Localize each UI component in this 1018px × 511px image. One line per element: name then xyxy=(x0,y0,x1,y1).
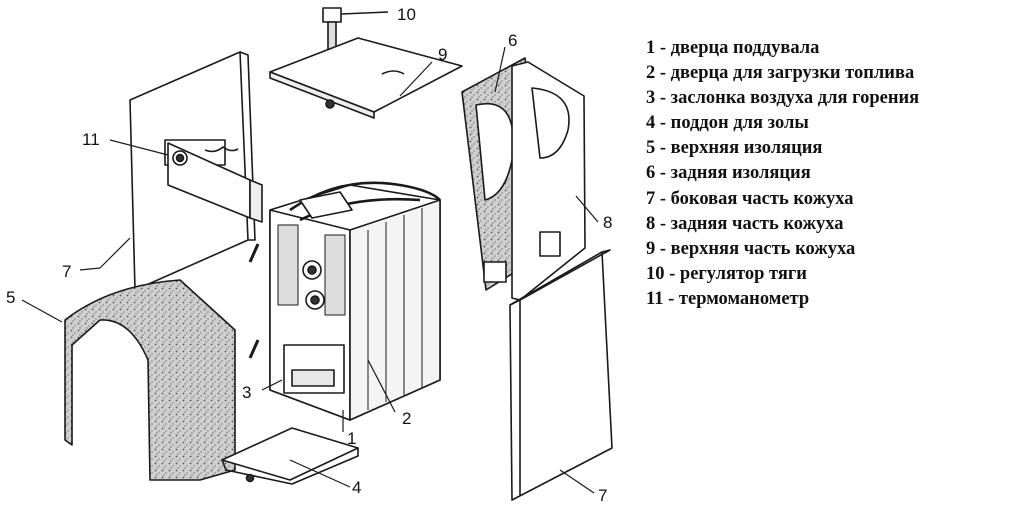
callout-leaders xyxy=(21,46,599,494)
callout-7-right: 7 xyxy=(598,486,607,505)
legend-item: 1 - дверца поддувала xyxy=(646,38,820,58)
thermomanometer-bracket xyxy=(167,142,263,223)
legend-item: 4 - поддон для золы xyxy=(646,113,809,134)
legend-item: 2 - дверца для загрузки топлива xyxy=(646,63,915,84)
callout-8: 8 xyxy=(603,213,612,232)
legend-item: 10 - регулятор тяги xyxy=(646,263,807,284)
legend-item: 11 - термоманометр xyxy=(646,288,810,309)
boiler-body xyxy=(248,181,441,421)
ash-pan xyxy=(221,427,359,485)
callout-numbers: 1 2 3 4 5 6 7 7 8 9 10 11 xyxy=(6,5,612,505)
top-insulation-arch xyxy=(64,279,236,481)
legend-item: 7 - боковая часть кожуха xyxy=(646,188,854,209)
callout-1: 1 xyxy=(347,429,356,448)
callout-4: 4 xyxy=(352,478,361,497)
callout-5: 5 xyxy=(6,288,15,307)
callout-3: 3 xyxy=(242,383,251,402)
right-side-casing-panel xyxy=(509,249,613,501)
legend-item: 5 - верхняя изоляция xyxy=(646,138,823,159)
callout-9: 9 xyxy=(438,45,447,64)
callout-2: 2 xyxy=(402,409,411,428)
callout-11: 11 xyxy=(82,130,100,149)
legend-item: 9 - верхняя часть кожуха xyxy=(646,238,856,259)
parts-legend: 1 - дверца поддувала 2 - дверца для загр… xyxy=(646,36,919,312)
callout-10: 10 xyxy=(397,5,416,24)
top-casing-panel xyxy=(269,37,463,119)
rear-casing-panel xyxy=(511,61,586,301)
legend-item: 8 - задняя часть кожуха xyxy=(646,213,844,234)
callout-7-left: 7 xyxy=(62,262,71,281)
callout-6: 6 xyxy=(508,31,517,50)
legend-item: 6 - задняя изоляция xyxy=(646,163,811,184)
legend-item: 3 - заслонка воздуха для горения xyxy=(646,88,920,109)
